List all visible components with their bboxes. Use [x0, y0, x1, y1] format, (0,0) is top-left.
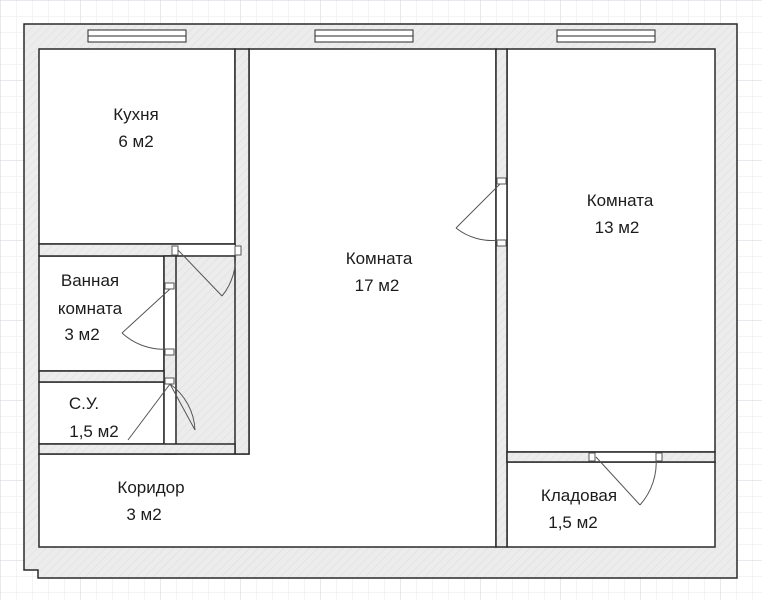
door-wc	[127, 377, 196, 441]
window-living	[314, 29, 414, 43]
label-bathroom-name1: Ванная	[61, 271, 119, 290]
label-storage-area: 1,5 м2	[548, 513, 598, 532]
label-wc-area: 1,5 м2	[69, 422, 119, 441]
windows	[87, 29, 656, 43]
label-kitchen-name: Кухня	[113, 105, 159, 124]
label-living-area: 17 м2	[355, 276, 400, 295]
room-kitchen	[38, 48, 236, 245]
label-bathroom-name2: комната	[58, 299, 123, 318]
door-kitchen	[171, 245, 242, 297]
window-kitchen	[87, 29, 187, 43]
room-labels: Кухня 6 м2 Комната 17 м2 Комната 13 м2 В…	[58, 105, 654, 532]
label-wc-name: С.У.	[69, 394, 99, 413]
door-openings	[165, 182, 658, 461]
wall-wc-corridor	[38, 443, 236, 455]
label-storage-name: Кладовая	[541, 486, 617, 505]
window-bedroom	[556, 29, 656, 43]
door-bedroom	[455, 177, 507, 247]
label-bedroom-name: Комната	[587, 191, 654, 210]
label-corridor-area: 3 м2	[126, 505, 161, 524]
door-storage	[588, 452, 663, 506]
label-bathroom-area: 3 м2	[64, 325, 99, 344]
label-bedroom-area: 13 м2	[595, 218, 640, 237]
wall-bathroom-wc	[38, 370, 165, 383]
doors	[121, 177, 663, 506]
door-bathroom	[121, 282, 175, 356]
label-corridor-name: Коридор	[117, 478, 184, 497]
label-kitchen-area: 6 м2	[118, 132, 153, 151]
wall-living-bedroom	[495, 48, 508, 548]
room-bedroom	[506, 48, 716, 453]
label-living-name: Комната	[346, 249, 413, 268]
